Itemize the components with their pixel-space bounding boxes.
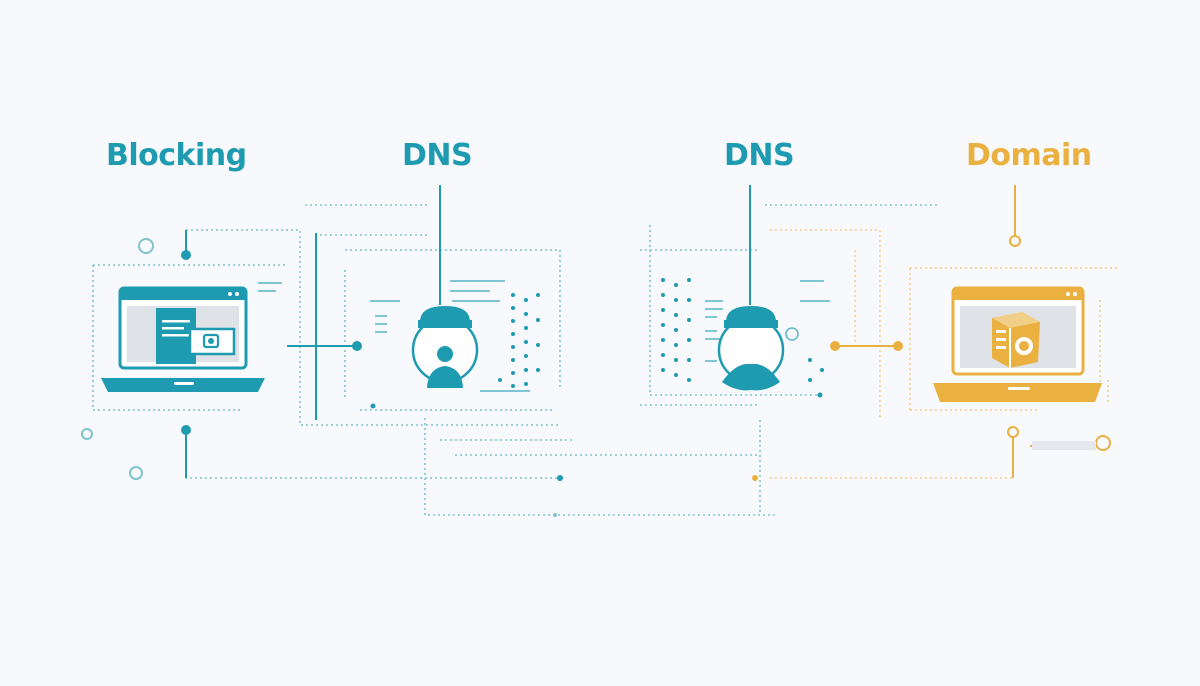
amber-dotted-lines — [770, 229, 1118, 479]
teal-nodes — [181, 250, 362, 435]
amber-progress-track — [1032, 441, 1096, 450]
dotted-connectors — [92, 204, 1118, 516]
dns-label-left: DNS — [402, 138, 473, 173]
right-server-texture — [661, 278, 830, 382]
dns-server-user-icon — [717, 306, 785, 391]
laptop-icon — [933, 286, 1102, 402]
domain-label: Domain — [966, 138, 1092, 173]
teal-ring-markers — [81, 238, 154, 480]
dns-label-right: DNS — [724, 138, 795, 173]
blocking-label: Blocking — [106, 138, 247, 173]
teal-dotted-lines — [92, 204, 940, 516]
teal-solid-connectors — [185, 185, 751, 478]
laptop-icon — [101, 286, 265, 392]
amber-nodes — [830, 341, 903, 351]
connector-dots — [370, 392, 823, 517]
dns-server-user-icon — [411, 306, 479, 388]
amber-ring-markers — [1007, 235, 1111, 451]
domain-box-icon — [992, 312, 1040, 368]
left-server-texture — [258, 280, 540, 392]
